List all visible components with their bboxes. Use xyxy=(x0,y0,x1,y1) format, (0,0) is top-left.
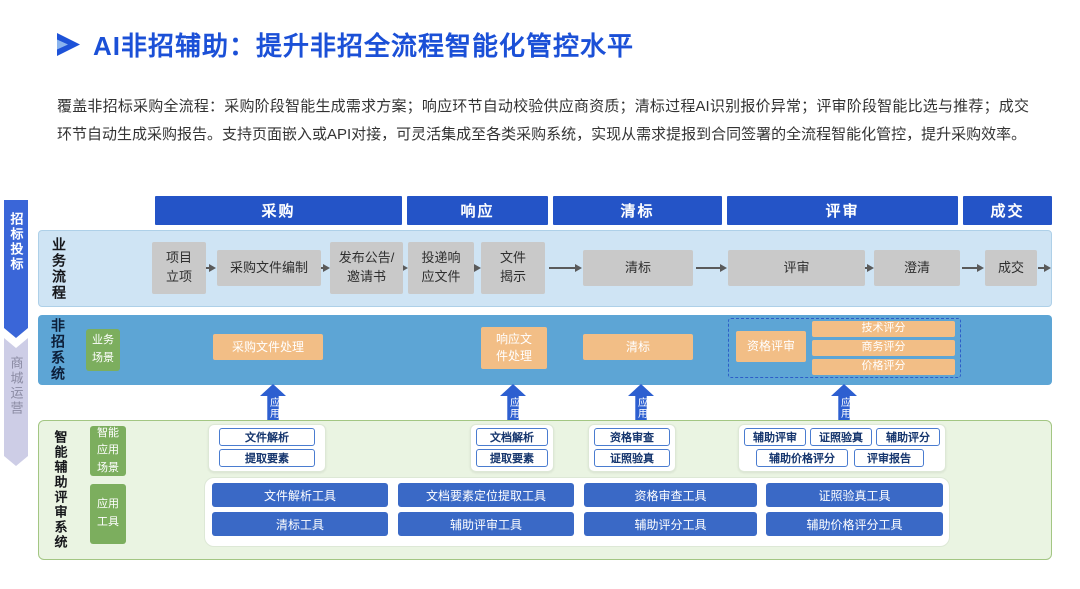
nonbid-scene-tag: 业务场景 xyxy=(86,329,120,371)
smart-scenario-tag: 智能应用场景 xyxy=(90,426,126,476)
smart-tool-tag: 应用工具 xyxy=(90,484,126,544)
tool-box: 资格审查工具 xyxy=(584,483,757,507)
scenario-box: 辅助评分 xyxy=(876,428,940,446)
page-title: AI非招辅助：提升非招全流程智能化管控水平 xyxy=(93,31,635,61)
tool-box: 清标工具 xyxy=(212,512,388,536)
nonbid-row-label-text: 非招系统 xyxy=(50,318,66,382)
ribbon-mall: 商城运营 xyxy=(4,338,28,466)
process-step: 澄清 xyxy=(874,250,960,286)
play-icon xyxy=(57,33,80,56)
scenario-box: 文件解析 xyxy=(219,428,315,446)
apply-arrow: 应用 xyxy=(260,384,286,422)
page-description: 覆盖非招标采购全流程：采购阶段智能生成需求方案；响应环节自动校验供应商资质；清标… xyxy=(57,98,1029,143)
scenario-box: 证照验真 xyxy=(810,428,872,446)
smart-row-label: 智能辅助评审系统 xyxy=(48,425,72,555)
smart-row-label-text: 智能辅助评审系统 xyxy=(52,430,68,550)
process-step: 文件揭示 xyxy=(481,242,545,294)
apply-arrow-label: 应用 xyxy=(507,397,519,419)
phase-header-deal: 成交 xyxy=(963,196,1052,225)
process-step: 清标 xyxy=(583,250,693,286)
tool-box: 文档要素定位提取工具 xyxy=(398,483,574,507)
nonbid-item: 采购文件处理 xyxy=(213,334,323,360)
scenario-box: 提取要素 xyxy=(476,449,548,467)
apply-arrow: 应用 xyxy=(831,384,857,422)
phase-header-clean-bid: 清标 xyxy=(553,196,722,225)
scenario-box: 辅助价格评分 xyxy=(756,449,848,467)
process-step: 投递响应文件 xyxy=(408,242,474,294)
phase-header-response: 响应 xyxy=(407,196,548,225)
flow-arrow xyxy=(696,263,727,272)
scenario-box: 评审报告 xyxy=(854,449,924,467)
nonbid-row-label: 非招系统 xyxy=(46,317,70,383)
ribbon-mall-label: 商城运营 xyxy=(8,356,24,416)
process-step: 发布公告/邀请书 xyxy=(330,242,403,294)
flow-arrow xyxy=(1038,263,1051,272)
scenario-box: 证照验真 xyxy=(594,449,670,467)
nonbid-item: 响应文件处理 xyxy=(481,327,547,369)
tool-box: 辅助评审工具 xyxy=(398,512,574,536)
process-step: 采购文件编制 xyxy=(217,250,321,286)
nonbid-item: 资格评审 xyxy=(736,331,806,362)
flow-arrow xyxy=(962,263,984,272)
apply-arrow: 应用 xyxy=(500,384,526,422)
process-row-label: 业务流程 xyxy=(46,232,72,305)
tool-box: 文件解析工具 xyxy=(212,483,388,507)
score-item: 价格评分 xyxy=(812,359,955,375)
process-step: 成交 xyxy=(985,250,1037,286)
page-header: AI非招辅助：提升非招全流程智能化管控水平 xyxy=(54,26,634,63)
nonbid-item: 清标 xyxy=(583,334,693,360)
tool-box: 证照验真工具 xyxy=(766,483,943,507)
tool-box: 辅助价格评分工具 xyxy=(766,512,943,536)
phase-header-review: 评审 xyxy=(727,196,958,225)
apply-arrow-label: 应用 xyxy=(635,397,647,419)
apply-arrow-label: 应用 xyxy=(838,397,850,419)
process-step: 评审 xyxy=(728,250,865,286)
apply-arrow-label: 应用 xyxy=(267,397,279,419)
scenario-box: 辅助评审 xyxy=(744,428,806,446)
scenario-box: 提取要素 xyxy=(219,449,315,467)
ribbon-bidding-label: 招标投标 xyxy=(8,212,24,272)
phase-header-procurement: 采购 xyxy=(155,196,402,225)
score-item: 技术评分 xyxy=(812,321,955,337)
process-step: 项目立项 xyxy=(152,242,206,294)
review-score-dashed-box xyxy=(728,318,961,378)
scenario-box: 资格审查 xyxy=(594,428,670,446)
tool-box: 辅助评分工具 xyxy=(584,512,757,536)
scenario-box: 文档解析 xyxy=(476,428,548,446)
score-item: 商务评分 xyxy=(812,340,955,356)
process-row-label-text: 业务流程 xyxy=(51,236,67,301)
ribbon-bidding: 招标投标 xyxy=(4,200,28,338)
flow-arrow xyxy=(549,263,582,272)
apply-arrow: 应用 xyxy=(628,384,654,422)
